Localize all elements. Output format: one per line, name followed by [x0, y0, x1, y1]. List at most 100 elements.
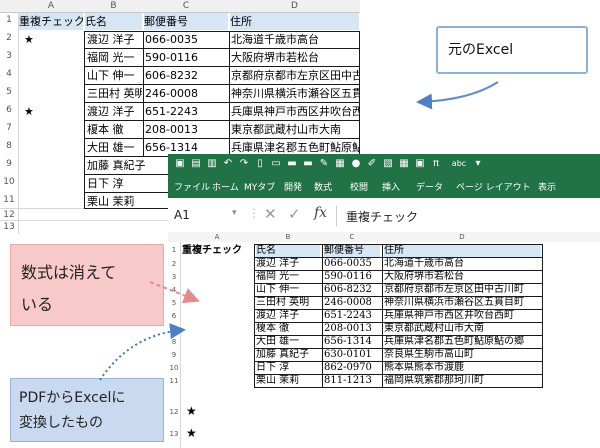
name-cell[interactable]: 三田村 英明	[87, 87, 142, 100]
name-cell[interactable]: 渡辺 洋子	[256, 258, 300, 269]
circle-icon[interactable]: ●	[351, 158, 361, 169]
address-cell[interactable]: 熊本県熊本市渡鹿	[384, 362, 464, 373]
address-cell[interactable]: 京都府京都市左京区田中古川町	[384, 284, 524, 295]
tab-my-tab[interactable]: MYタブ	[244, 183, 276, 193]
row-number[interactable]: 1	[171, 246, 177, 254]
column-header-b[interactable]: B	[285, 233, 291, 241]
name-cell[interactable]: 大田 雄一	[256, 336, 300, 347]
row-number[interactable]: 8	[6, 141, 12, 151]
name-cell[interactable]: 渡辺 洋子	[256, 310, 300, 321]
undo-icon[interactable]: ↶	[223, 158, 233, 169]
postal-cell[interactable]: 651-2243	[145, 105, 198, 118]
row-number[interactable]: 10	[3, 177, 15, 187]
name-cell[interactable]: 山下 伸一	[256, 284, 300, 295]
name-cell[interactable]: 大田 雄一	[87, 141, 135, 154]
name-cell[interactable]: 渡辺 洋子	[87, 33, 135, 46]
row-number[interactable]: 5	[6, 87, 12, 97]
address-cell[interactable]: 福岡県筑紫郡那珂川町	[384, 375, 484, 386]
postal-cell[interactable]: 246-0008	[324, 297, 372, 308]
folder-2-icon[interactable]: ▬	[303, 158, 313, 169]
tab-review[interactable]: 校閲	[350, 183, 369, 193]
row-number[interactable]: 9	[6, 159, 12, 169]
address-cell[interactable]: 兵庫県神戸市西区井吹台西町	[384, 310, 514, 321]
postal-cell[interactable]: 590-0116	[324, 271, 372, 282]
formula-input[interactable]: 重複チェック	[346, 210, 419, 224]
row-number[interactable]: 13	[3, 222, 15, 232]
enter-icon[interactable]: ✓	[288, 205, 301, 223]
address-cell[interactable]: 大阪府堺市若松台	[384, 271, 464, 282]
row-number[interactable]: 13	[169, 430, 179, 438]
name-box[interactable]: A1	[174, 208, 190, 222]
column-header-b[interactable]: B	[84, 0, 143, 13]
star-mark[interactable]: ★	[186, 404, 197, 418]
address-cell[interactable]: 京都府京都市左京区田中古川町	[231, 69, 359, 82]
name-cell[interactable]: 福岡 光一	[256, 271, 300, 282]
name-cell[interactable]: 加藤 真紀子	[87, 159, 146, 172]
star-mark[interactable]: ★	[24, 33, 34, 46]
header-cell-postal-code[interactable]: 郵便番号	[324, 244, 380, 257]
row-number[interactable]: 12	[3, 210, 15, 220]
table-icon[interactable]: ▦	[399, 158, 409, 169]
format-painter-icon[interactable]: ✎	[319, 158, 329, 169]
dropdown-icon[interactable]: ▾	[475, 158, 481, 169]
address-cell[interactable]: 東京都武蔵村山市大南	[231, 123, 341, 136]
row-number[interactable]: 7	[6, 123, 12, 133]
insert-function-icon[interactable]: fx	[314, 205, 328, 221]
row-number[interactable]: 10	[169, 364, 179, 372]
name-cell[interactable]: 加藤 真紀子	[256, 349, 310, 360]
row-number[interactable]: 8	[171, 338, 177, 346]
address-cell[interactable]: 神奈川県横浜市瀬谷区五貫目町	[384, 297, 524, 308]
tab-file[interactable]: ファイル	[174, 183, 211, 193]
header-cell-name[interactable]: 氏名	[85, 13, 142, 30]
row-number[interactable]: 3	[6, 51, 12, 61]
name-cell[interactable]: 日下 淳	[256, 362, 290, 373]
address-cell[interactable]: 東京都武蔵村山市大南	[384, 323, 484, 334]
address-cell[interactable]: 兵庫県津名郡五色町鮎原鮎の郷	[384, 336, 524, 347]
column-header-d[interactable]: D	[229, 0, 360, 13]
postal-cell[interactable]: 862-0970	[324, 362, 372, 373]
pi-icon[interactable]: π	[432, 158, 440, 169]
chart-icon[interactable]: ▧	[383, 158, 393, 169]
postal-cell[interactable]: 651-2243	[324, 310, 372, 321]
postal-cell[interactable]: 606-8232	[324, 284, 372, 295]
header-cell-name[interactable]: 氏名	[256, 244, 320, 257]
name-cell[interactable]: 栗山 茉莉	[87, 195, 135, 208]
tab-data[interactable]: データ	[416, 183, 444, 193]
address-cell[interactable]: 大阪府堺市若松台	[231, 51, 319, 64]
header-cell-duplicate-check[interactable]: 重複チェック	[19, 13, 83, 30]
star-mark[interactable]: ★	[24, 105, 34, 118]
name-cell[interactable]: 榎本 徹	[87, 123, 124, 136]
postal-cell[interactable]: 630-0101	[324, 349, 372, 360]
name-cell[interactable]: 三田村 英明	[256, 297, 310, 308]
name-cell[interactable]: 日下 淳	[87, 177, 124, 190]
postal-cell[interactable]: 811-1213	[324, 375, 372, 386]
row-number[interactable]: 9	[171, 351, 177, 359]
row-number[interactable]: 5	[171, 299, 177, 307]
postal-cell[interactable]: 606-8232	[145, 69, 198, 82]
row-number[interactable]: 2	[171, 260, 177, 268]
tab-formulas[interactable]: 数式	[314, 183, 333, 193]
name-box-dropdown-icon[interactable]: ▾	[232, 208, 237, 218]
row-number[interactable]: 4	[6, 69, 12, 79]
name-cell[interactable]: 山下 伸一	[87, 69, 135, 82]
column-header-d[interactable]: D	[459, 233, 465, 241]
postal-cell[interactable]: 066-0035	[145, 33, 198, 46]
tab-insert[interactable]: 挿入	[382, 183, 401, 193]
calendar-icon[interactable]: ▣	[415, 158, 425, 169]
postal-cell[interactable]: 656-1314	[324, 336, 372, 347]
redo-icon[interactable]: ↷	[239, 158, 249, 169]
name-cell[interactable]: 渡辺 洋子	[87, 105, 135, 118]
save-icon[interactable]: ▤	[191, 158, 201, 169]
name-cell[interactable]: 福岡 光一	[87, 51, 135, 64]
row-number[interactable]: 2	[6, 33, 12, 43]
header-cell-postal-code[interactable]: 郵便番号	[144, 13, 228, 30]
row-number[interactable]: 6	[6, 105, 12, 115]
postal-cell[interactable]: 208-0013	[145, 123, 198, 136]
address-cell[interactable]: 兵庫県津名郡五色町鮎原鮎の郷	[231, 141, 359, 154]
header-cell-duplicate-check[interactable]: 重複チェック	[182, 245, 242, 256]
name-cell[interactable]: 榎本 徹	[256, 323, 290, 334]
address-cell[interactable]: 北海道千歳市高台	[231, 33, 319, 46]
postal-cell[interactable]: 066-0035	[324, 258, 372, 269]
postal-cell[interactable]: 590-0116	[145, 51, 198, 64]
header-cell-address[interactable]: 住所	[230, 13, 359, 30]
